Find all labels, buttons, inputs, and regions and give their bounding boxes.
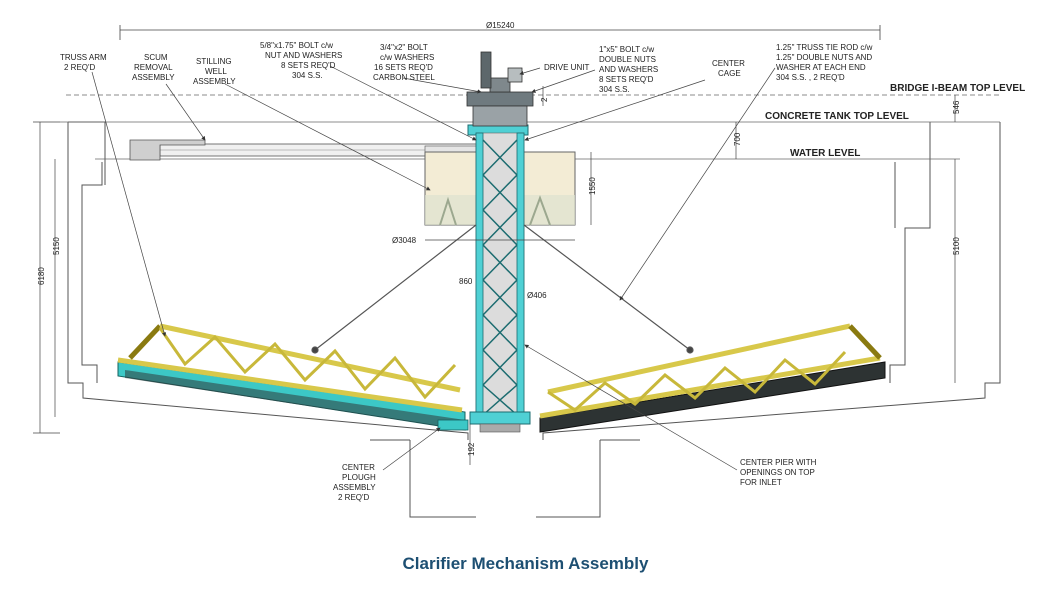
right-truss-arm (539, 323, 886, 433)
svg-text:CARBON STEEL: CARBON STEEL (373, 73, 435, 82)
svg-text:TRUSS ARM: TRUSS ARM (60, 53, 107, 62)
svg-text:ASSEMBLY: ASSEMBLY (333, 483, 376, 492)
water-level-label: WATER LEVEL (790, 148, 860, 159)
svg-text:PLOUGH: PLOUGH (342, 473, 376, 482)
svg-text:DOUBLE NUTS: DOUBLE NUTS (599, 55, 656, 64)
svg-text:DRIVE UNIT: DRIVE UNIT (544, 63, 589, 72)
svg-text:NUT AND WASHERS: NUT AND WASHERS (265, 51, 342, 60)
svg-text:c/w WASHERS: c/w WASHERS (380, 53, 434, 62)
freeboard-text: 700 (733, 132, 742, 146)
total-depth-text: 6180 (37, 267, 46, 285)
drive-unit (466, 51, 534, 127)
center-plough (437, 419, 469, 431)
svg-text:304 S.S.: 304 S.S. (599, 85, 630, 94)
svg-text:16 SETS REQ'D: 16 SETS REQ'D (374, 63, 433, 72)
svg-text:304 S.S. , 2 REQ'D: 304 S.S. , 2 REQ'D (776, 73, 845, 82)
stilling-height-text: 1550 (588, 177, 597, 195)
svg-text:CENTER: CENTER (712, 59, 745, 68)
left-truss-arm (117, 323, 466, 431)
callout-bolt-1x5: 1"x5" BOLT c/w DOUBLE NUTS AND WASHERS 8… (599, 45, 658, 94)
svg-text:WELL: WELL (205, 67, 227, 76)
stilling-dia-text: Ø3048 (392, 236, 417, 245)
pier-dia-text: Ø406 (527, 291, 547, 300)
svg-text:5/8"x1.75" BOLT c/w: 5/8"x1.75" BOLT c/w (260, 41, 333, 50)
tank-outline (67, 121, 1001, 518)
svg-text:8 SETS REQ'D: 8 SETS REQ'D (599, 75, 654, 84)
pier-offset-text: 192 (467, 442, 476, 456)
callout-center-plough: CENTER PLOUGH ASSEMBLY 2 REQ'D (333, 463, 376, 502)
right-depth-text: 5100 (952, 237, 961, 255)
svg-text:FOR INLET: FOR INLET (740, 478, 782, 487)
svg-text:SCUM: SCUM (144, 53, 168, 62)
svg-text:8 SETS REQ'D: 8 SETS REQ'D (281, 61, 336, 70)
svg-text:1.25" TRUSS TIE ROD c/w: 1.25" TRUSS TIE ROD c/w (776, 43, 873, 52)
concrete-level-label: CONCRETE TANK TOP LEVEL (765, 111, 909, 122)
tie-rods (311, 224, 694, 354)
vertical-dimensions (33, 86, 956, 465)
bridge-level-label: BRIDGE I-BEAM TOP LEVEL (890, 83, 1025, 94)
svg-text:ASSEMBLY: ASSEMBLY (193, 77, 236, 86)
callout-tie-rod: 1.25" TRUSS TIE ROD c/w 1.25" DOUBLE NUT… (776, 43, 873, 82)
svg-text:CENTER PIER WITH: CENTER PIER WITH (740, 458, 817, 467)
svg-text:304 S.S.: 304 S.S. (292, 71, 323, 80)
drive-gap-text: 2 (540, 97, 549, 102)
callout-stilling-well: STILLING WELL ASSEMBLY (193, 57, 236, 86)
svg-text:CENTER: CENTER (342, 463, 375, 472)
svg-text:REMOVAL: REMOVAL (134, 63, 173, 72)
callout-center-cage: CENTER CAGE (712, 59, 745, 78)
callout-center-pier: CENTER PIER WITH OPENINGS ON TOP FOR INL… (740, 458, 817, 487)
figure-caption: Clarifier Mechanism Assembly (402, 554, 649, 573)
callout-bolt-5-8: 5/8"x1.75" BOLT c/w NUT AND WASHERS 8 SE… (260, 41, 342, 80)
svg-text:2 REQ'D: 2 REQ'D (338, 493, 370, 502)
svg-text:OPENINGS ON TOP: OPENINGS ON TOP (740, 468, 815, 477)
callout-truss-arm: TRUSS ARM 2 REQ'D (60, 53, 107, 72)
leader-lines (91, 65, 776, 471)
svg-text:WASHER AT EACH END: WASHER AT EACH END (776, 63, 866, 72)
callout-scum-removal: SCUM REMOVAL ASSEMBLY (132, 53, 175, 82)
left-depth-text: 5150 (52, 237, 61, 255)
callout-drive-unit: DRIVE UNIT (544, 63, 589, 72)
svg-text:3/4"x2" BOLT: 3/4"x2" BOLT (380, 43, 428, 52)
callout-bolt-3-4: 3/4"x2" BOLT c/w WASHERS 16 SETS REQ'D C… (373, 43, 435, 82)
bridge-offset-text: 546 (952, 100, 961, 114)
svg-text:1"x5" BOLT c/w: 1"x5" BOLT c/w (599, 45, 654, 54)
svg-text:1.25" DOUBLE NUTS AND: 1.25" DOUBLE NUTS AND (776, 53, 872, 62)
svg-text:2 REQ'D: 2 REQ'D (64, 63, 96, 72)
svg-text:AND WASHERS: AND WASHERS (599, 65, 658, 74)
overall-diameter-text: Ø15240 (486, 21, 515, 30)
cage-width-text: 860 (459, 277, 473, 286)
svg-text:CAGE: CAGE (718, 69, 741, 78)
center-cage (467, 124, 531, 433)
svg-text:ASSEMBLY: ASSEMBLY (132, 73, 175, 82)
svg-text:STILLING: STILLING (196, 57, 232, 66)
overall-dimension (119, 25, 881, 40)
